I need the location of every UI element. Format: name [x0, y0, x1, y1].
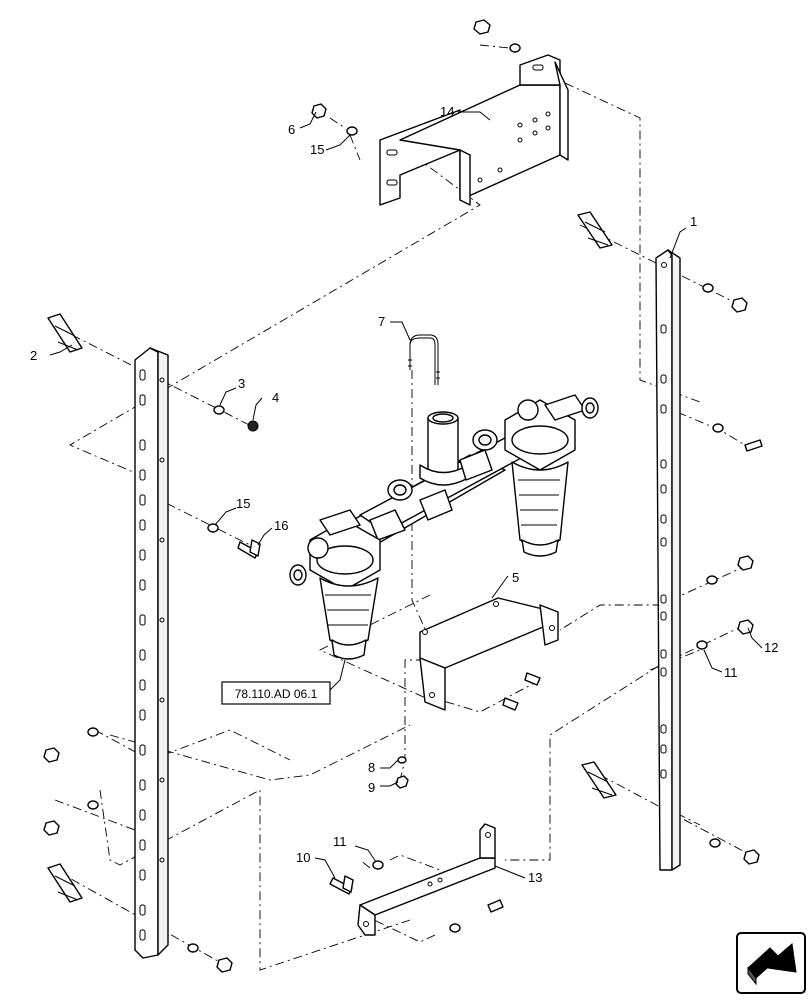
callout-14: 14 — [440, 104, 454, 119]
callout-6: 6 — [288, 122, 295, 137]
callout-16: 16 — [274, 518, 288, 533]
callout-13: 13 — [528, 870, 542, 885]
hardware-bottom — [329, 860, 504, 933]
reference-box[interactable]: 78.110.AD 06.1 — [221, 681, 331, 705]
callout-3: 3 — [238, 376, 245, 391]
upper-bracket-14 — [379, 54, 569, 206]
callout-15-left: 15 — [236, 496, 250, 511]
callout-4: 4 — [272, 390, 279, 405]
callout-2: 2 — [30, 348, 37, 363]
u-bolt-7 — [408, 334, 440, 385]
hardware-top — [311, 19, 521, 136]
callout-10: 10 — [296, 850, 310, 865]
callout-8: 8 — [368, 760, 375, 775]
navigation-arrow-icon[interactable] — [736, 932, 806, 994]
callout-labels: 1 2 3 4 5 6 7 8 9 10 11 11 12 13 14 15 1… — [30, 104, 778, 885]
mid-bracket-5 — [419, 597, 559, 711]
hardware-mid — [395, 672, 541, 789]
reference-label[interactable]: 78.110.AD 06.1 — [235, 687, 318, 701]
right-channel-1 — [655, 249, 681, 871]
callout-1: 1 — [690, 214, 697, 229]
callout-11-right: 11 — [724, 665, 738, 680]
callout-5: 5 — [512, 570, 519, 585]
callout-11-bottom: 11 — [333, 834, 347, 849]
hardware-right — [577, 211, 763, 865]
hardware-left — [43, 313, 261, 973]
valve-assembly — [289, 394, 599, 660]
callout-12: 12 — [764, 640, 778, 655]
callout-leaders — [49, 111, 763, 879]
callout-9: 9 — [368, 780, 375, 795]
callout-15-top: 15 — [310, 142, 324, 157]
left-channel — [134, 347, 169, 959]
left-channel-holes — [139, 369, 165, 941]
lower-bracket-13 — [357, 823, 496, 936]
callout-7: 7 — [378, 314, 385, 329]
channel-1-holes — [660, 324, 667, 779]
